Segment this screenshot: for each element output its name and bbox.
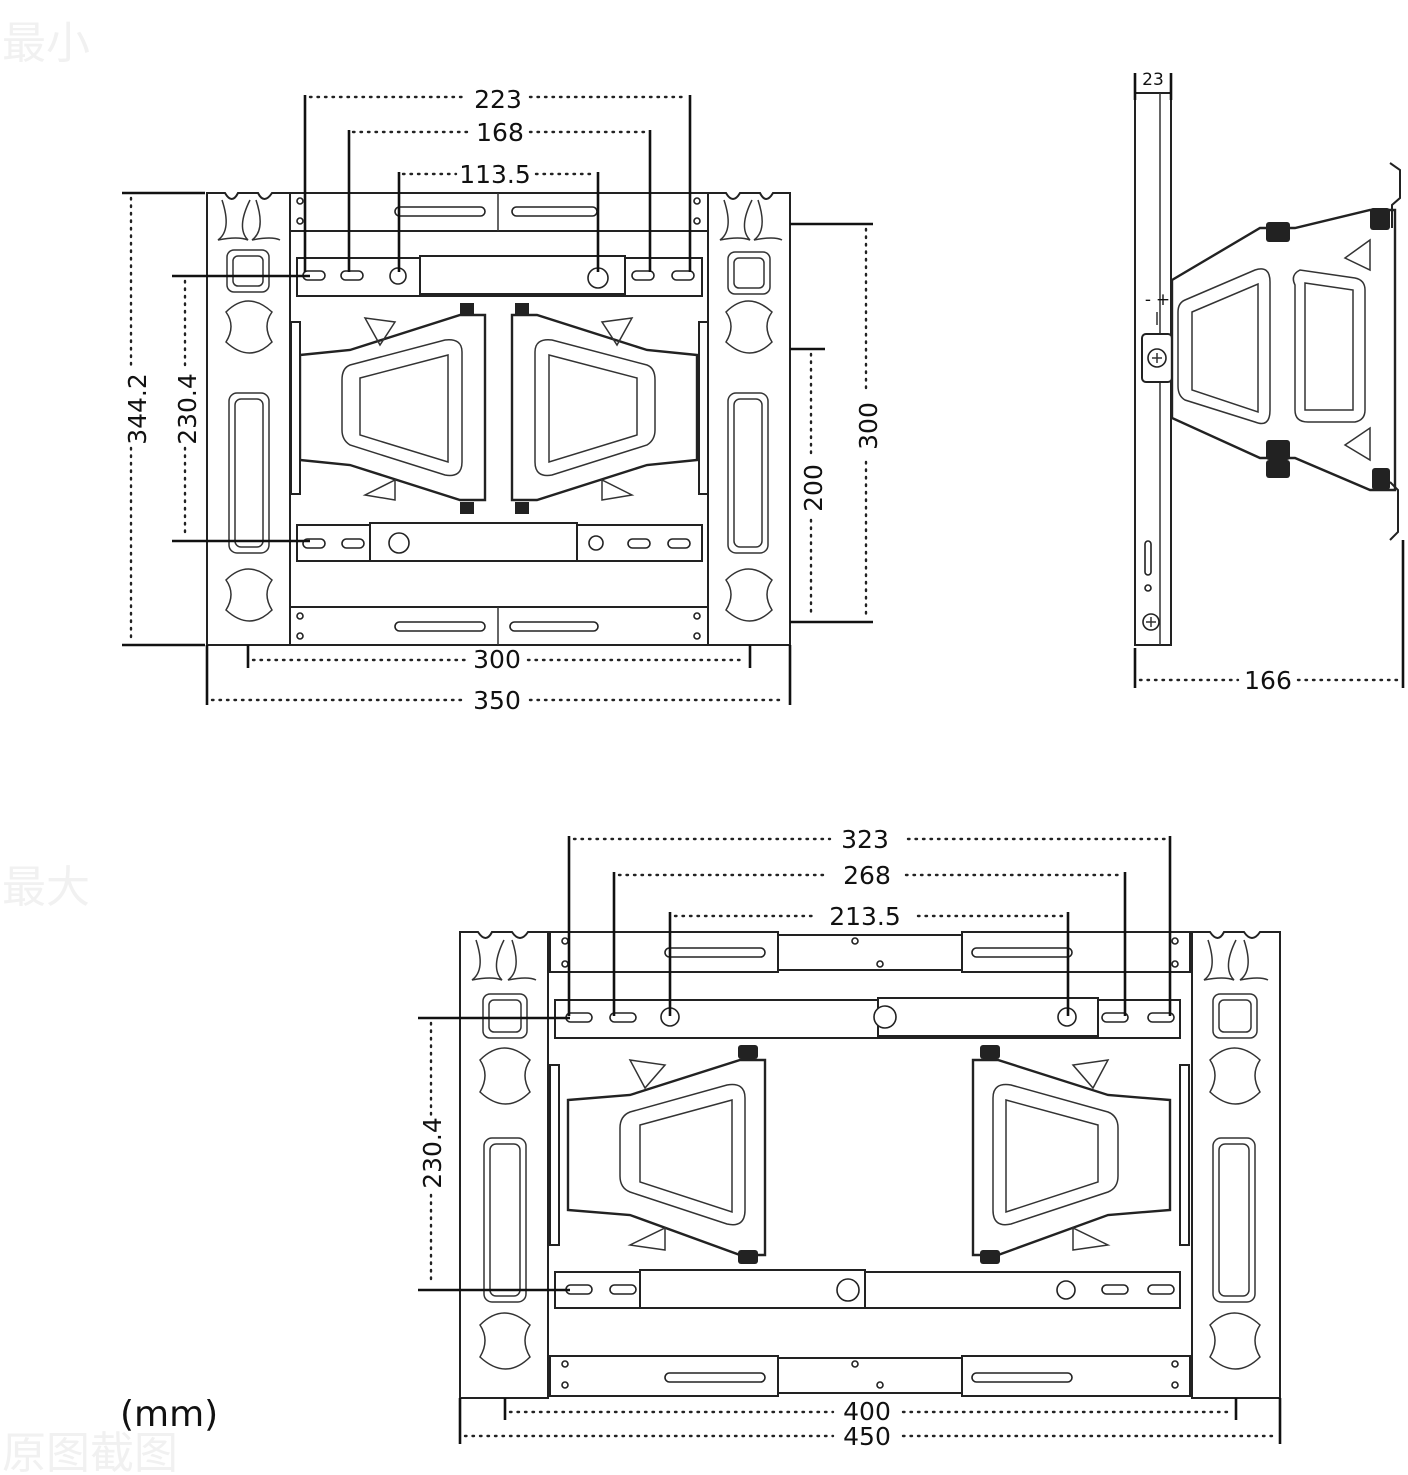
dim-min-168: 168 <box>476 118 524 147</box>
max-top-rail <box>549 931 1191 973</box>
watermark-max: 最大 <box>2 862 90 913</box>
side-tilt-plus: + <box>1156 290 1170 310</box>
dim-side-23: 23 <box>1142 70 1164 90</box>
min-bottom-rail <box>289 606 709 646</box>
max-left-wall-plate <box>459 931 549 1399</box>
watermark-min: 最小 <box>2 18 90 69</box>
dim-max-268: 268 <box>843 861 891 890</box>
max-swing-arms <box>549 1045 1190 1264</box>
min-top-rail <box>289 192 709 232</box>
dim-max-213-5: 213.5 <box>829 902 901 931</box>
dim-max-323: 323 <box>841 825 889 854</box>
watermark-bottom: 原图截图 <box>2 1428 178 1475</box>
min-right-wall-plate <box>707 192 791 646</box>
max-view-drawing <box>459 931 1281 1399</box>
max-view-dimensions: 323 268 213.5 230.4 400 450 <box>418 825 1282 1451</box>
min-vesa-lower-bar <box>296 522 703 562</box>
dim-min-right-300: 300 <box>854 402 883 450</box>
min-view-dimensions: 223 168 113.5 344.2 230.4 300 200 <box>122 85 883 715</box>
max-right-wall-plate <box>1191 931 1281 1399</box>
dim-side-166: 166 <box>1244 666 1292 695</box>
side-view-drawing: + - <box>1134 92 1401 646</box>
dim-min-344-2: 344.2 <box>123 373 152 445</box>
dim-max-400: 400 <box>843 1397 891 1426</box>
side-tilt-minus: - <box>1145 290 1151 310</box>
dim-min-223: 223 <box>474 85 522 114</box>
dim-min-230-4: 230.4 <box>173 373 202 445</box>
unit-label: (mm) <box>120 1394 218 1435</box>
min-vesa-upper-bar <box>296 255 703 297</box>
dim-min-113-5: 113.5 <box>459 160 531 189</box>
max-bottom-rail <box>549 1355 1191 1397</box>
min-left-wall-plate <box>206 192 291 646</box>
dim-max-230-4: 230.4 <box>418 1117 447 1189</box>
max-vesa-upper-bar <box>554 997 1181 1039</box>
dim-min-bottom-300: 300 <box>473 645 521 674</box>
dim-max-450: 450 <box>843 1422 891 1451</box>
min-swing-arms <box>290 303 709 514</box>
max-vesa-lower-bar <box>554 1269 1181 1309</box>
min-view-drawing <box>206 192 791 646</box>
side-view-dimensions: 23 166 <box>1133 70 1405 695</box>
dim-min-bottom-350: 350 <box>473 686 521 715</box>
dim-min-right-200: 200 <box>799 464 828 512</box>
